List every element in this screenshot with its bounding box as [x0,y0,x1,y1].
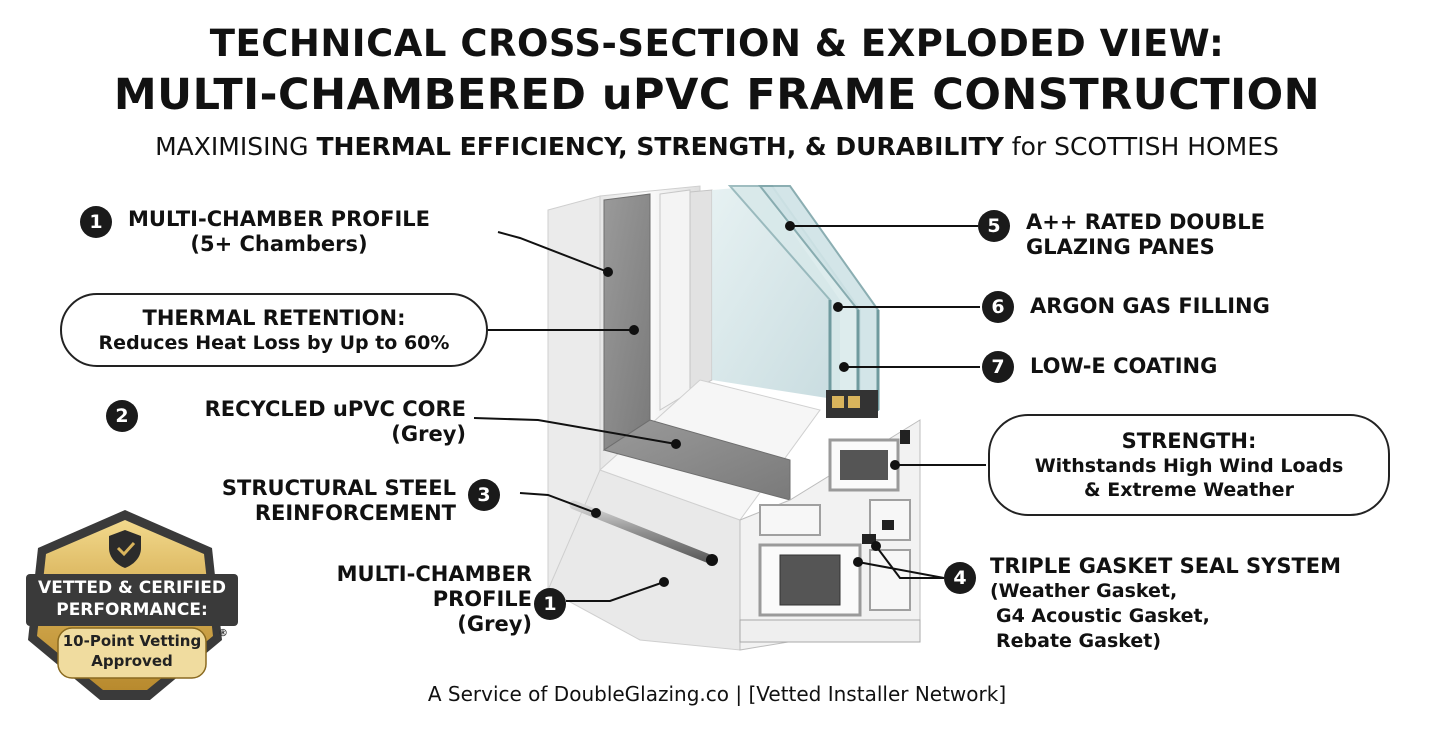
callout-1-top-line-2: (5+ Chambers) [190,232,368,256]
certification-seal [26,510,238,700]
callout-5-line-1: A++ RATED DOUBLE [1026,210,1266,234]
callout-6-label: ARGON GAS FILLING [1030,294,1270,318]
subtitle-part-1: MAXIMISING [155,132,317,161]
callout-2-badge: 2 [106,400,138,432]
callout-4-line-4: Rebate Gasket) [996,630,1162,652]
strength-heading: STRENGTH: [1121,429,1257,453]
strength-body-2: & Extreme Weather [1084,479,1294,501]
outer-frame [547,185,713,591]
seal-line-1: VETTED & CERIFIED [38,578,226,598]
strength-body-1: Withstands High Wind Loads [1034,455,1344,477]
bottom-frame [547,379,921,651]
callout-2-label: RECYCLED uPVC CORE (Grey) [150,397,466,447]
callout-5-label: A++ RATED DOUBLE GLAZING PANES [1026,210,1265,260]
thermal-body: Reduces Heat Loss by Up to 60% [98,332,450,354]
thermal-retention-pill: THERMAL RETENTION: Reduces Heat Loss by … [60,293,488,367]
callout-1-bottom-label: MULTI-CHAMBER PROFILE (Grey) [290,562,532,637]
seal-registered-mark: ® [218,628,228,639]
strength-pill: STRENGTH: Withstands High Wind Loads & E… [988,414,1390,516]
subtitle-bold: THERMAL EFFICIENCY, STRENGTH, & DURABILI… [316,132,1004,161]
callout-4-line-3: G4 Acoustic Gasket, [996,605,1210,627]
callout-2-line-1: RECYCLED uPVC CORE [204,397,466,421]
subtitle: MAXIMISING THERMAL EFFICIENCY, STRENGTH,… [0,132,1434,161]
footer-text: A Service of DoubleGlazing.co | [Vetted … [427,682,1007,706]
callout-4-badge: 4 [944,562,976,594]
callout-7-badge: 7 [982,351,1014,383]
callout-1-bottom-line-1: MULTI-CHAMBER [336,562,532,586]
glazing-panes [712,185,880,418]
callout-1-top-line-1: MULTI-CHAMBER PROFILE [128,207,430,231]
callout-1-bottom-line-3: (Grey) [457,612,532,636]
callout-4-line-2: (Weather Gasket, [990,580,1178,602]
callout-7-label: LOW-E COATING [1030,354,1218,378]
callout-5-badge: 5 [978,210,1010,242]
callout-1-top-label: MULTI-CHAMBER PROFILE (5+ Chambers) [128,207,430,257]
title-line-2: MULTI-CHAMBERED uPVC FRAME CONSTRUCTION [113,70,1321,120]
callout-2-line-2: (Grey) [391,422,466,446]
callout-4-line-1: TRIPLE GASKET SEAL SYSTEM [990,554,1342,578]
callout-1-bottom-badge: 1 [534,588,566,620]
seal-line-2: PERFORMANCE: [56,600,208,620]
leader-lines [473,225,986,602]
title-line-1: TECHNICAL CROSS-SECTION & EXPLODED VIEW: [209,22,1225,65]
callout-1-top-badge: 1 [80,206,112,238]
seal-line-3: 10-Point Vetting [62,632,202,650]
callout-1-bottom-line-2: PROFILE [432,587,532,611]
shield-check-icon [109,530,141,568]
subtitle-part-2: for SCOTTISH HOMES [1003,132,1279,161]
callout-3-line-2: REINFORCEMENT [254,501,456,525]
callout-3-line-1: STRUCTURAL STEEL [221,476,456,500]
callout-3-badge: 3 [468,479,500,511]
leader-dots [591,221,900,587]
callout-3-label: STRUCTURAL STEEL REINFORCEMENT [170,476,456,526]
seal-line-4: Approved [91,652,173,670]
callout-6-badge: 6 [982,291,1014,323]
callout-5-line-2: GLAZING PANES [1026,235,1215,259]
thermal-heading: THERMAL RETENTION: [142,306,406,330]
callout-4-label: TRIPLE GASKET SEAL SYSTEM (Weather Gaske… [990,554,1341,654]
